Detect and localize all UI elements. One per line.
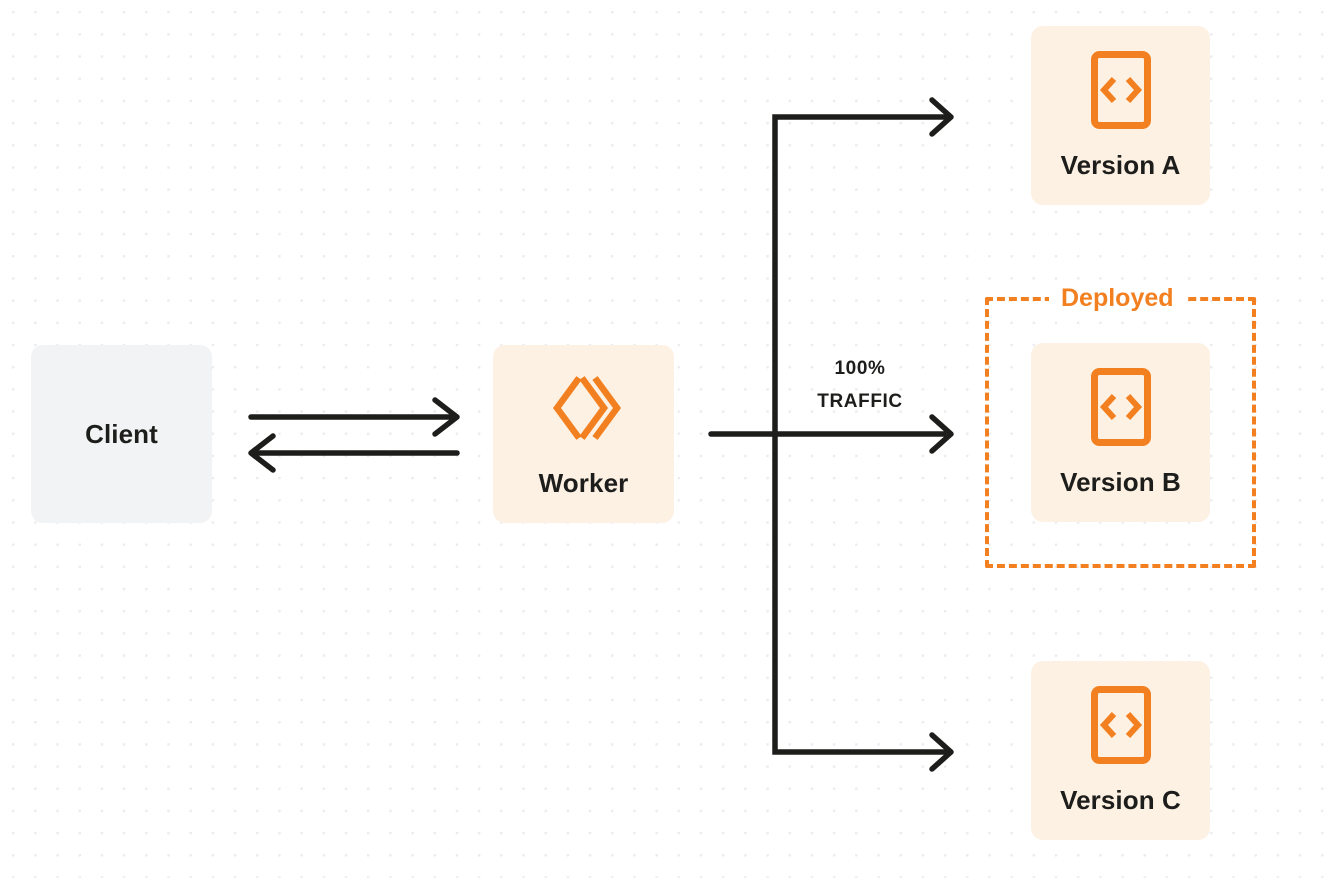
node-version-b-label: Version B xyxy=(1060,467,1181,497)
node-version-a-label: Version A xyxy=(1060,150,1181,180)
edge-worker-to-version-a xyxy=(929,97,954,137)
edge-worker-to-version-b xyxy=(708,414,954,454)
code-brackets-icon xyxy=(1090,685,1152,765)
node-version-c-label: Version C xyxy=(1060,785,1181,815)
code-brackets-icon xyxy=(1090,50,1152,130)
node-client[interactable]: Client xyxy=(31,345,212,523)
node-worker-label: Worker xyxy=(538,467,629,498)
node-client-label: Client xyxy=(85,418,158,449)
code-brackets-icon xyxy=(1090,367,1152,447)
node-worker[interactable]: Worker xyxy=(493,345,674,523)
node-version-b[interactable]: Version B xyxy=(1031,343,1210,522)
edge-worker-to-version-c xyxy=(929,732,954,772)
node-version-c[interactable]: Version C xyxy=(1031,661,1210,840)
edge-client-to-worker xyxy=(248,397,460,437)
cloudflare-workers-logo-icon xyxy=(546,370,622,446)
edge-worker-to-client xyxy=(248,433,460,473)
traffic-annotation: 100% TRAFFIC xyxy=(785,352,935,419)
traffic-unit: TRAFFIC xyxy=(817,391,903,413)
node-version-a[interactable]: Version A xyxy=(1031,26,1210,205)
group-deployed-label: Deployed xyxy=(1049,286,1186,311)
edge-distribution-bus xyxy=(772,114,948,755)
traffic-percent: 100% xyxy=(834,358,886,379)
